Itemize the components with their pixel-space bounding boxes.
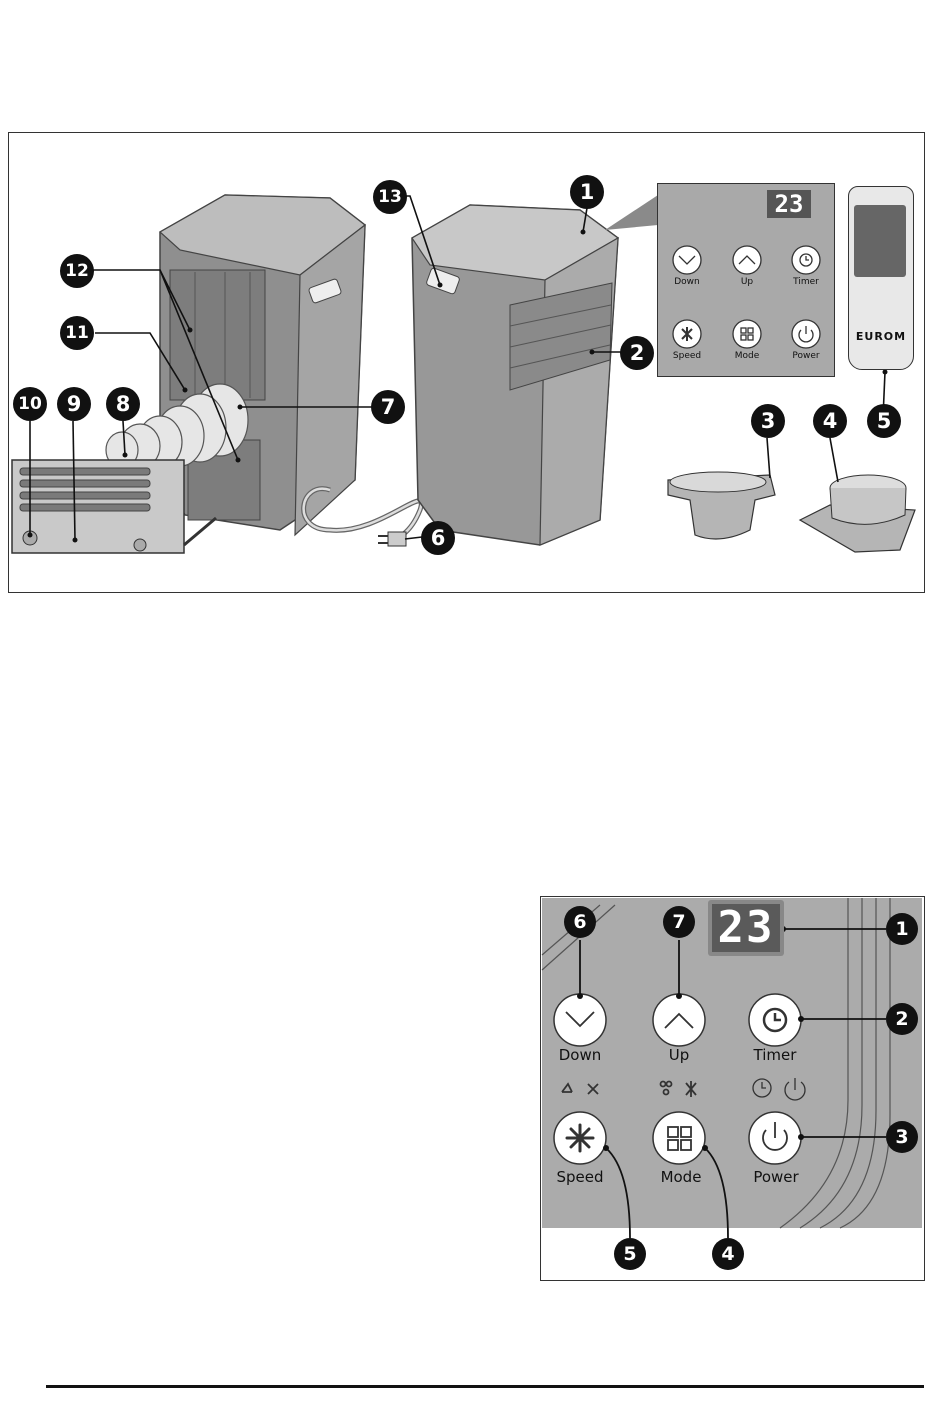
power-label: Power [736,1168,816,1186]
callout-7: 7 [663,906,695,938]
callout-1: 1 [886,913,918,945]
timer-label: Timer [735,1046,815,1064]
down-label: Down [540,1046,620,1064]
callout-6: 6 [564,906,596,938]
speed-label: Speed [540,1168,620,1186]
callout-4: 4 [712,1238,744,1270]
up-label: Up [639,1046,719,1064]
callout-5: 5 [614,1238,646,1270]
temperature-display: 23 [712,904,780,952]
callout-2: 2 [886,1003,918,1035]
footer-rule [46,1385,924,1388]
mode-label: Mode [641,1168,721,1186]
callout-3: 3 [886,1121,918,1153]
